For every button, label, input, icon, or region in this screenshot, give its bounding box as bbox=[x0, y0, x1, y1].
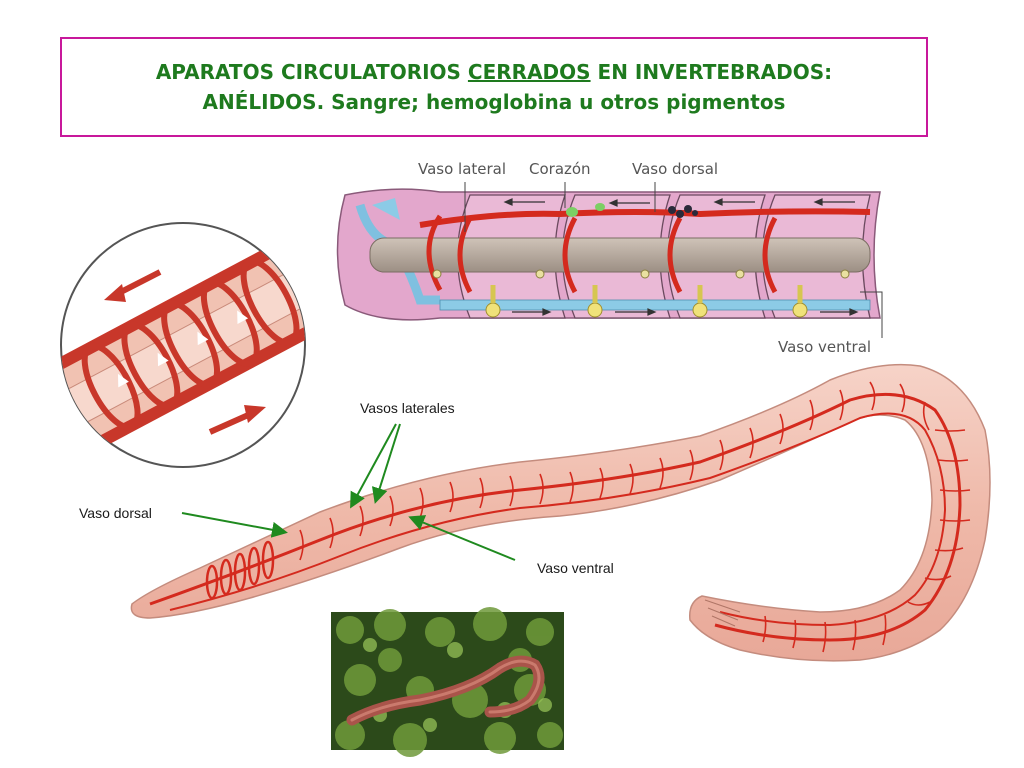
worm-illustration bbox=[130, 363, 991, 662]
label-vaso-ventral-segment: Vaso ventral bbox=[778, 338, 872, 356]
title-underlined-word: CERRADOS bbox=[467, 60, 591, 84]
title-box: APARATOS CIRCULATORIOS CERRADOS EN INVER… bbox=[60, 37, 928, 137]
title-line-1-prefix: APARATOS CIRCULATORIOS bbox=[155, 60, 468, 84]
label-vaso-ventral-worm: Vaso ventral bbox=[537, 560, 614, 576]
label-vasos-laterales: Vasos laterales bbox=[360, 400, 455, 416]
title-line-1: APARATOS CIRCULATORIOS CERRADOS EN INVER… bbox=[156, 57, 832, 87]
label-vaso-dorsal-worm: Vaso dorsal bbox=[79, 505, 152, 521]
earthworm-photo bbox=[331, 607, 564, 757]
vessel-zoom-circle bbox=[60, 222, 306, 468]
label-corazon: Corazón bbox=[529, 160, 591, 178]
title-line-2: ANÉLIDOS. Sangre; hemoglobina u otros pi… bbox=[202, 90, 786, 114]
title-line-1-suffix: EN INVERTEBRADOS: bbox=[590, 60, 833, 84]
label-vaso-dorsal-segment: Vaso dorsal bbox=[632, 160, 719, 178]
segment-diagram bbox=[336, 182, 883, 338]
label-vaso-lateral: Vaso lateral bbox=[418, 160, 507, 178]
worm-annotation-arrows bbox=[181, 423, 516, 561]
